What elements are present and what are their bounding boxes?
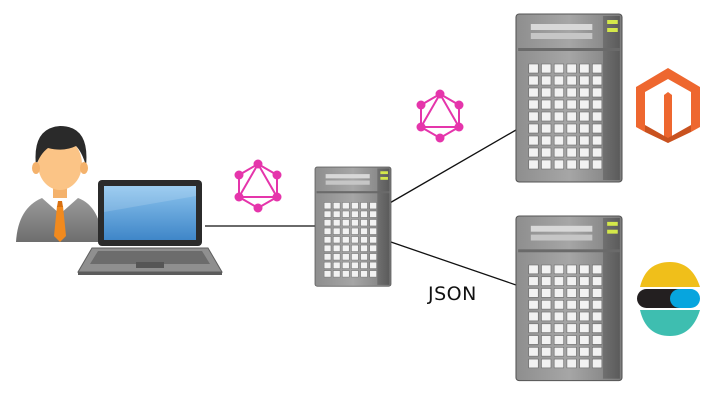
connection-lines	[205, 129, 517, 286]
link-api-to-commerce	[387, 129, 517, 205]
graphql-logo-icon	[233, 158, 283, 214]
api-server-icon	[314, 166, 392, 287]
link-api-to-search	[387, 240, 517, 286]
elasticsearch-logo-icon	[637, 262, 700, 336]
magento-logo-icon	[636, 68, 700, 143]
commerce-server-icon	[515, 13, 623, 183]
json-edge-label: JSON	[428, 283, 477, 305]
search-server-icon	[515, 215, 623, 382]
user-avatar-icon	[16, 126, 103, 242]
graphql-logo-icon	[415, 88, 465, 144]
laptop-icon	[77, 180, 223, 275]
